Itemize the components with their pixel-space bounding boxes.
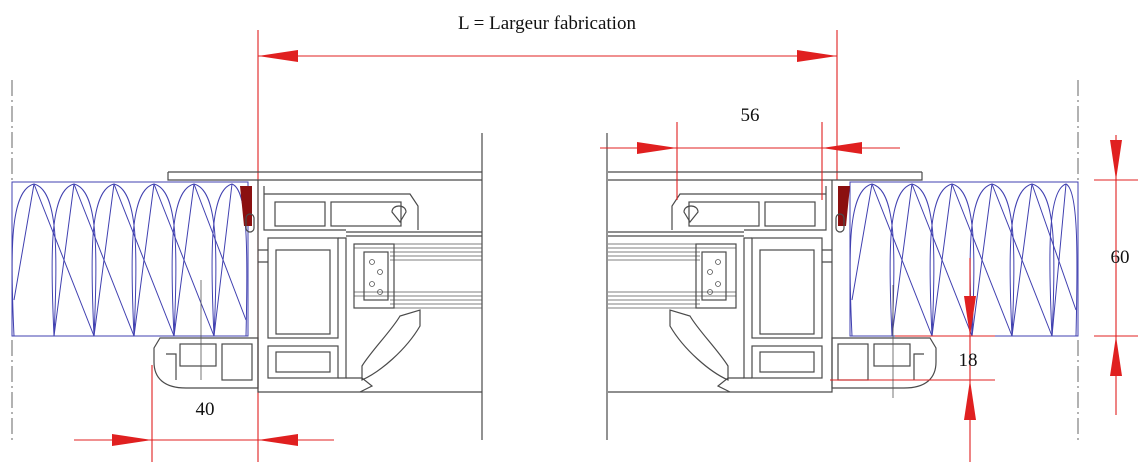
left-gasket-marker	[240, 186, 252, 226]
right-insulation	[849, 181, 1079, 337]
width-title: L = Largeur fabrication	[458, 13, 636, 34]
dimension-60: 60	[1094, 135, 1138, 415]
right-frame-profile	[608, 171, 937, 393]
dimension-18: 18	[830, 258, 995, 462]
manufacturing-width-dimension	[257, 30, 838, 462]
dimension-56: 56	[600, 105, 900, 200]
left-insulation	[11, 181, 249, 337]
left-frame-profile	[153, 171, 482, 393]
dimension-40: 40	[74, 280, 334, 462]
dimension-40-label: 40	[196, 399, 215, 420]
dimension-18-label: 18	[959, 350, 978, 371]
dimension-56-label: 56	[741, 105, 760, 126]
dimension-60-label: 60	[1111, 247, 1130, 268]
